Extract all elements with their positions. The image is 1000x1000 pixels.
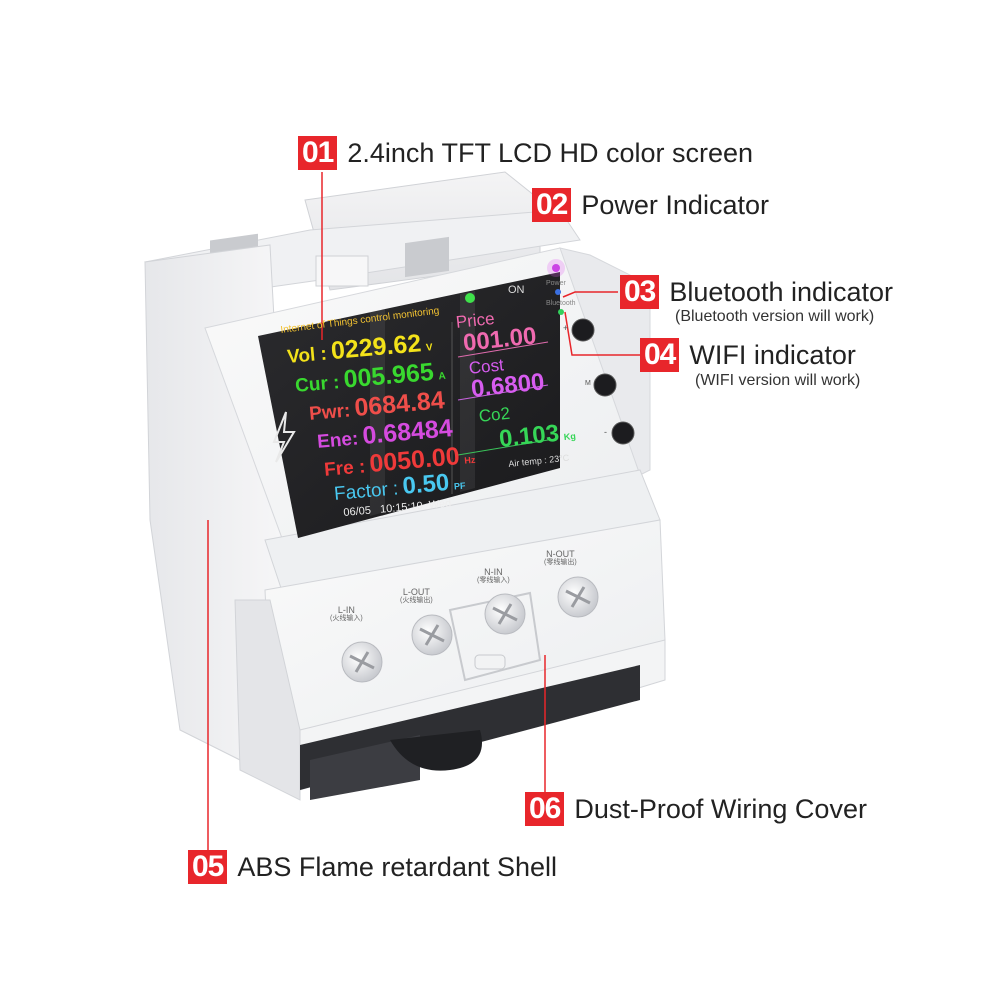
lcd-screen: [258, 272, 560, 538]
terminal-label-nout: N-OUT (零线输出): [544, 549, 577, 567]
button-plus[interactable]: [571, 318, 595, 342]
cur-label: Cur :: [294, 372, 341, 397]
terminal-name: L-IN: [337, 605, 355, 615]
factor-label: Factor :: [333, 478, 400, 505]
terminal-cn: (火线输出): [400, 597, 433, 604]
co2-value: 0.103: [497, 419, 561, 453]
terminal-name: L-OUT: [402, 587, 430, 597]
callout-number: 04: [640, 338, 680, 372]
callout-03: 03 Bluetooth indicator: [620, 275, 893, 309]
callout-06: 06 Dust-Proof Wiring Cover: [525, 792, 867, 826]
callout-label: 2.4inch TFT LCD HD color screen: [347, 137, 754, 168]
co2-label: Co2: [477, 403, 511, 426]
fre-label: Fre :: [323, 456, 367, 481]
callout-03-sub: (Bluetooth version will work): [675, 308, 875, 325]
button-minus-label: -: [604, 427, 607, 437]
terminal-name: N-IN: [484, 567, 503, 577]
power-led-icon: [552, 264, 560, 272]
date-text: 06/05: [343, 504, 372, 519]
terminal-label-nin: N-IN (零线输入): [477, 567, 510, 585]
time-text: 10:15:10: [379, 500, 424, 516]
price-value: 001.00: [461, 322, 538, 357]
callout-label: Power Indicator: [581, 189, 769, 220]
callout-number: 06: [525, 792, 565, 826]
terminal-cn: (火线输入): [330, 615, 363, 622]
bluetooth-indicator-label: Bluetooth: [546, 300, 576, 307]
callout-04: 04 WIFI indicator: [640, 338, 856, 372]
switch-label: ON: [508, 284, 525, 296]
co2-unit: Kg: [563, 430, 577, 443]
status-dot-icon: [465, 293, 475, 303]
cost-value: 0.6800: [469, 368, 546, 403]
callout-number: 03: [620, 275, 660, 309]
terminal-label-lin: L-IN (火线输入): [330, 605, 363, 623]
callout-label: WIFI indicator: [689, 339, 856, 370]
callout-label: ABS Flame retardant Shell: [237, 851, 558, 882]
button-m[interactable]: [593, 373, 617, 397]
bluetooth-led-icon: [555, 289, 561, 295]
day-text: Wed: [428, 497, 452, 512]
callout-02: 02 Power Indicator: [532, 188, 769, 222]
ene-label: Ene:: [316, 428, 360, 453]
button-plus-label: +: [563, 323, 569, 333]
cur-unit: A: [438, 370, 447, 383]
button-minus[interactable]: [611, 421, 635, 445]
air-temp: Air temp : 23°C: [507, 452, 570, 469]
power-indicator-label: Power: [546, 280, 566, 287]
wifi-led-icon: [558, 309, 564, 315]
callout-number: 01: [298, 136, 338, 170]
top-slot-right: [405, 236, 449, 278]
factor-value: 0.50: [401, 468, 451, 500]
callout-number: 02: [532, 188, 572, 222]
fre-unit: Hz: [463, 454, 476, 466]
terminal-label-lout: L-OUT (火线输出): [400, 587, 433, 605]
lightning-icon: [272, 411, 296, 463]
callout-label: Dust-Proof Wiring Cover: [574, 793, 867, 824]
co2-reading: 0.103 Kg: [497, 419, 577, 453]
terminal-name: N-OUT: [546, 549, 575, 559]
terminal-cn: (零线输入): [477, 577, 510, 584]
callout-number: 05: [188, 850, 228, 884]
callout-label: Bluetooth indicator: [669, 276, 894, 307]
pwr-label: Pwr:: [308, 400, 352, 425]
factor-unit: PF: [453, 480, 466, 492]
vol-unit: V: [425, 342, 434, 354]
button-m-label: M: [585, 380, 591, 387]
terminal-screws: [341, 576, 599, 683]
vol-label: Vol :: [286, 343, 328, 368]
callout-04-sub: (WIFI version will work): [695, 372, 861, 389]
callout-01: 01 2.4inch TFT LCD HD color screen: [298, 136, 753, 170]
terminal-cn: (零线输出): [544, 559, 577, 566]
callout-05: 05 ABS Flame retardant Shell: [188, 850, 557, 884]
leader-lines: [207, 172, 655, 857]
